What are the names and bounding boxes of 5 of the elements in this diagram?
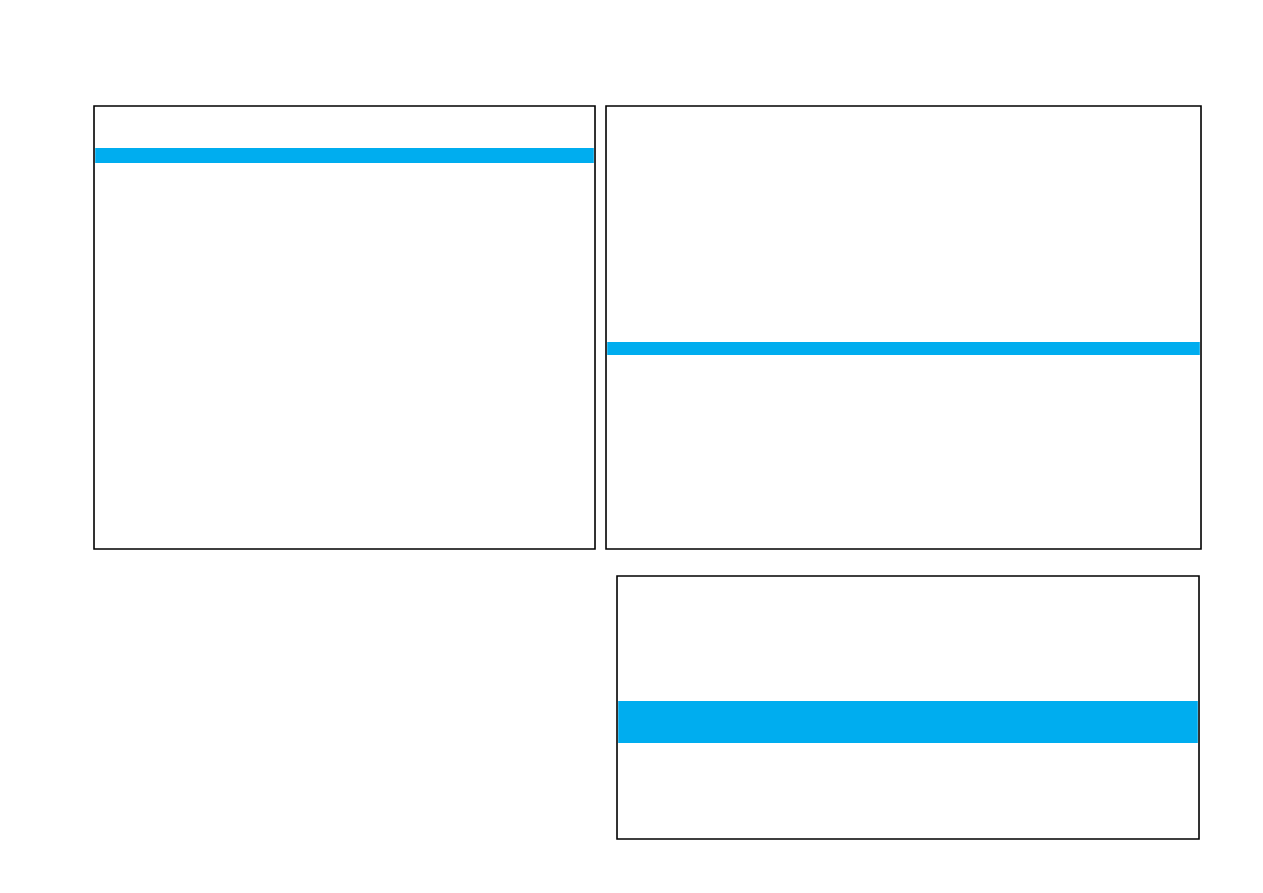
panel-box: [93, 105, 596, 550]
highlight-band: [607, 342, 1200, 355]
highlight-band: [95, 148, 594, 163]
highlight-band: [618, 701, 1198, 743]
panel-box: [605, 105, 1202, 550]
